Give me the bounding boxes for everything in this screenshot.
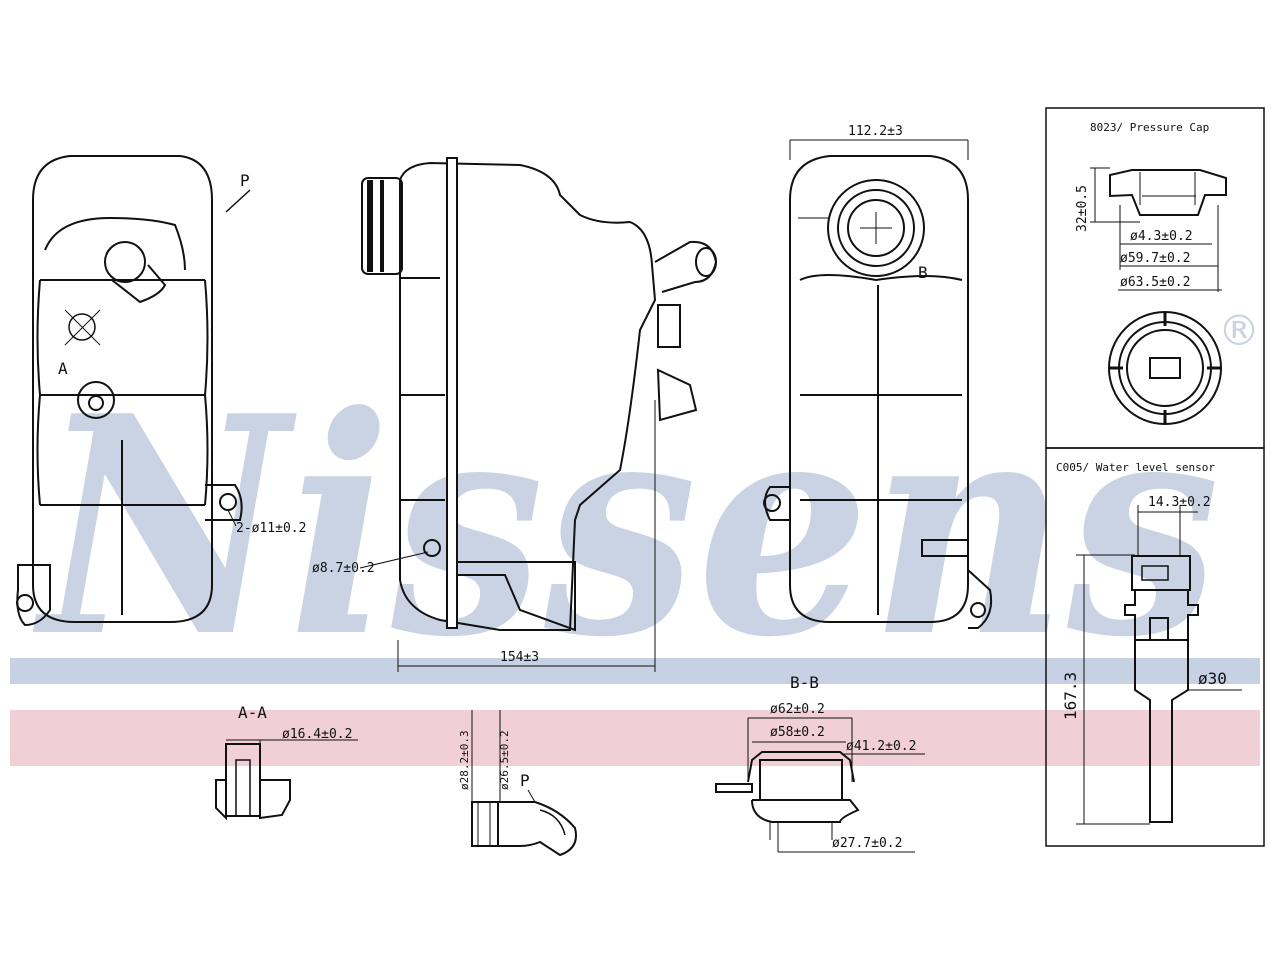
label-section-b: B [918,263,928,282]
dim-b-b-62: ø62±0.2 [770,702,825,717]
dim-cap-43: ø4.3±0.2 [1130,229,1193,244]
dim-sensor-dia: ø30 [1198,669,1227,688]
dim-cap-635: ø63.5±0.2 [1120,275,1190,290]
label-section-a: A [58,359,68,378]
dim-b-b-41: ø41.2±0.2 [846,739,916,754]
watermark-band-blue [10,658,1260,684]
dim-sensor-length: 167.3 [1061,672,1080,720]
section-b-b-title: B-B [790,673,819,692]
dim-mount-holes: 2-ø11±0.2 [236,521,306,536]
tank-view-side [359,157,718,672]
pressure-cap-title: 8023/ Pressure Cap [1090,121,1209,134]
section-p [471,710,577,857]
level-sensor-panel [1045,447,1265,847]
dim-side-hole: ø8.7±0.2 [312,561,375,576]
tank-view-front [16,155,251,627]
dim-top-width: 112.2±3 [848,124,903,139]
registered-mark: ® [1218,306,1260,355]
label-arrow-p: P [240,171,250,190]
watermark-brand: Nissens [32,350,1220,703]
section-b-b [715,717,925,853]
dim-cap-height: 32±0.5 [1075,185,1090,232]
dim-p-inner: ø26.5±0.2 [498,730,511,790]
dim-a-a: ø16.4±0.2 [282,727,352,742]
section-a-a [215,739,358,821]
dim-overall-width: 154±3 [500,650,539,665]
level-sensor-title: C005/ Water level sensor [1056,461,1215,474]
dim-b-b-27: ø27.7±0.2 [832,836,902,851]
dim-cap-597: ø59.7±0.2 [1120,251,1190,266]
dim-p-outer: ø28.2±0.3 [458,730,471,790]
section-a-a-title: A-A [238,703,267,722]
watermark-band-pink [10,710,1260,766]
dim-b-b-58: ø58±0.2 [770,725,825,740]
section-p-label: P [520,771,530,790]
tank-view-rear [763,139,993,629]
dim-sensor-width: 14.3±0.2 [1148,495,1211,510]
